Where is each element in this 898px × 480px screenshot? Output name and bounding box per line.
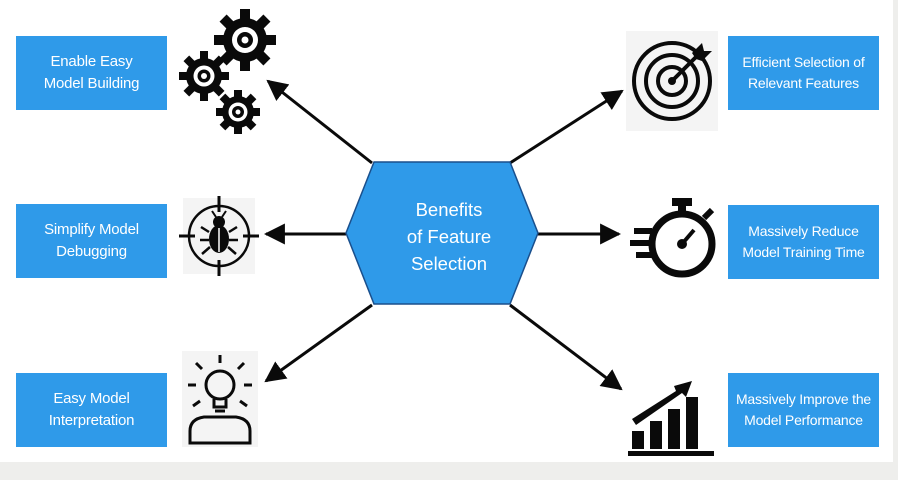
center-hexagon [345, 161, 539, 305]
bottom-margin [0, 462, 898, 480]
benefit-box-debugging: Simplify Model Debugging [16, 204, 167, 278]
benefit-box-interpretation: Easy Model Interpretation [16, 373, 167, 447]
benefit-box-training-time: Massively Reduce Model Training Time [728, 205, 879, 279]
arrow-to-interpretation [264, 303, 373, 383]
gears-icon [179, 9, 276, 134]
growth-chart-icon [628, 381, 714, 456]
bug-target-icon [179, 196, 259, 276]
target-arrow-icon [626, 31, 718, 131]
arrow-to-model-building [266, 79, 373, 165]
center-title: Benefits of Feature Selection [406, 199, 492, 274]
arrow-to-selection [509, 89, 624, 165]
stopwatch-icon [630, 198, 716, 278]
benefit-box-model-building: Enable Easy Model Building [16, 36, 167, 110]
arrow-to-performance [509, 303, 623, 391]
right-margin [893, 0, 898, 480]
benefit-box-performance: Massively Improve the Model Performance [728, 373, 879, 447]
benefit-box-feature-selection: Efficient Selection of Relevant Features [728, 36, 879, 110]
connector-arrows [263, 79, 624, 391]
lightbulb-head-icon [182, 351, 258, 447]
